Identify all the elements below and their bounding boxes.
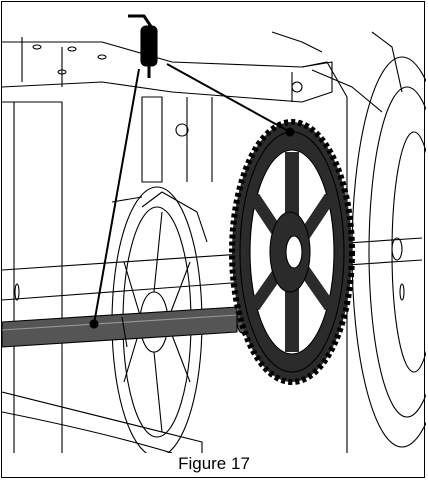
technical-illustration xyxy=(2,14,426,453)
right-wheel xyxy=(351,56,426,448)
figure-caption: Figure 17 xyxy=(178,454,250,473)
axle-shaft xyxy=(2,237,423,301)
drive-shaft-highlight xyxy=(2,306,248,348)
leader-lines xyxy=(93,63,291,325)
housing-frame xyxy=(2,31,405,453)
sprocket-gear xyxy=(229,119,355,385)
grease-gun-icon xyxy=(128,14,158,78)
